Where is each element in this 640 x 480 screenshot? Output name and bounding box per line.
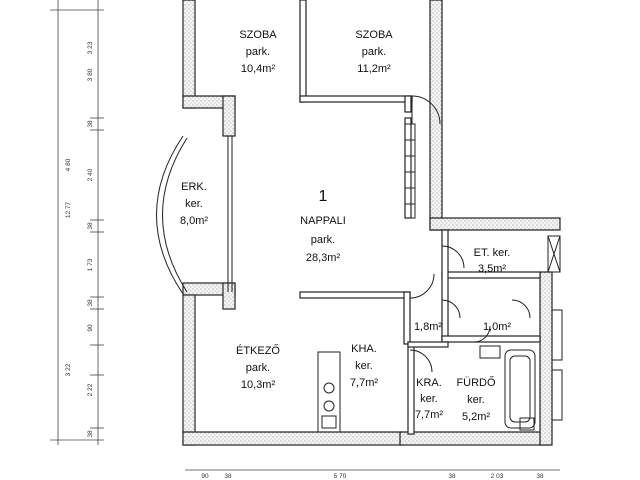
room-floor: park. [246,46,270,58]
door-swings [409,95,531,373]
room-name: SZOBA [355,29,393,41]
room-szoba-2: SZOBA park. 11,2m² [355,29,393,75]
room-name: KHA. [351,343,377,355]
left-dimension-labels: 3 23 3 80 38 2 40 38 1 73 38 90 2 22 38 … [65,41,94,437]
room-name: ÉTKEZŐ [236,343,280,357]
dim-left-6: 1 73 [87,258,94,271]
room-area: 1,0m² [483,321,511,333]
room-floor: ker. [355,360,373,372]
wardrobe [404,123,416,219]
room-floor: park. [311,234,335,246]
room-floor: ker. [185,198,203,210]
dim-left-4: 2 40 [87,168,94,181]
room-name: NAPPALI [300,215,346,227]
dim-bottom-1: 90 [201,473,209,480]
dim-left-12: 4 80 [65,158,72,171]
room-area: 7,7m² [415,409,443,421]
dim-bottom-6: 38 [536,473,544,480]
apartment-number: 1 [319,188,328,205]
room-furdo: FÜRDŐ ker. 5,2m² [456,375,496,423]
room-area: 28,3m² [306,252,341,264]
dim-bottom-4: 38 [448,473,456,480]
shaft [547,235,563,421]
dim-bottom-2: 38 [224,473,232,480]
dim-left-7: 38 [87,299,94,307]
bay-window [156,135,233,295]
dim-bottom-3: 5 70 [334,473,347,480]
room-area: 5,2m² [462,411,490,423]
dim-left-1: 3 23 [87,41,94,54]
room-nappali: 1 NAPPALI park. 28,3m² [300,188,346,264]
dim-left-total: 12 77 [65,201,72,218]
room-kis-helyiseg-1: 1,8m² [414,321,442,333]
dim-left-8: 90 [87,324,94,332]
room-area: 3,5m² [478,263,506,275]
room-name: ET. ker. [474,247,511,259]
dim-left-10: 38 [87,430,94,438]
room-floor: park. [362,46,386,58]
room-floor: ker. [467,394,485,406]
room-area: 10,3m² [241,379,276,391]
room-area: 10,4m² [241,63,276,75]
dim-left-3: 38 [87,120,94,128]
room-area: 1,8m² [414,321,442,333]
room-area: 8,0m² [180,215,208,227]
room-floor: park. [246,362,270,374]
room-szoba-1: SZOBA park. 10,4m² [239,29,277,75]
bottom-dimension-line: 90 38 5 70 38 2 03 38 [185,469,560,480]
bathroom-fixtures [479,345,536,431]
left-dimension-lines [50,0,104,445]
walls [182,0,561,446]
room-area: 7,7m² [350,377,378,389]
room-floor: ker. [420,393,438,405]
room-area: 11,2m² [357,63,391,75]
room-name: FÜRDŐ [456,375,496,389]
dim-left-11: 3 22 [65,363,72,376]
room-erkely: ERK. ker. 8,0m² [180,181,208,227]
dim-left-2: 3 80 [87,68,94,81]
room-name: SZOBA [239,29,277,41]
room-name: ERK. [181,181,207,193]
dim-left-9: 2 22 [87,383,94,396]
room-name: KRA. [416,377,442,389]
dim-left-5: 38 [87,222,94,230]
room-kamra: KRA. ker. 7,7m² [415,377,443,421]
room-konyha: KHA. ker. 7,7m² [350,343,378,389]
dim-bottom-5: 2 03 [491,473,504,480]
room-etkezo-ter: ET. ker. 3,5m² [474,247,511,275]
room-kis-helyiseg-2: 1,0m² [483,321,511,333]
room-etkezo: ÉTKEZŐ park. 10,3m² [236,343,280,391]
kitchen-counter [317,351,341,433]
